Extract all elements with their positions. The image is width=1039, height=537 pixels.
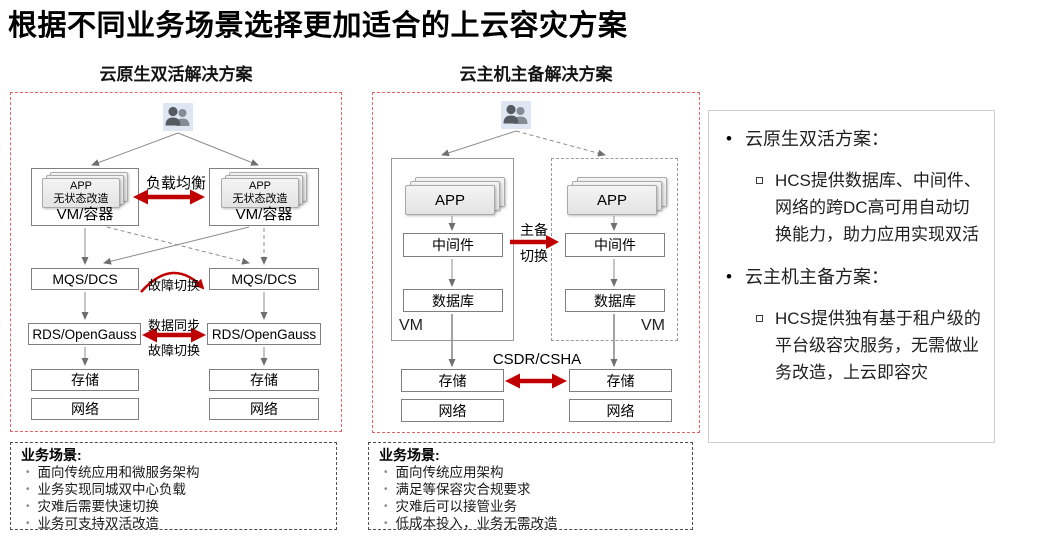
app-label: APP [596, 191, 627, 209]
scenario-item: • 低成本投入，业务无需改造 [379, 515, 682, 532]
scenario-item-text: 满足等保容灾合规要求 [395, 482, 531, 497]
switch-label-line1: 主备 [520, 222, 548, 238]
summary-section-detail: HCS提供独有基于租户级的平台级容灾服务，无需做业务改造，上云即容灾 [721, 305, 984, 386]
scenario-item-text: 面向传统应用和微服务架构 [37, 465, 200, 480]
database-node-left: 数据库 [403, 289, 503, 312]
bullet-icon: • [384, 518, 388, 529]
scenario-heading: 业务场景: [379, 447, 440, 463]
left-scenario-box: 业务场景: • 面向传统应用和微服务架构 • 业务实现同城双中心负载 • 灾难后需要快… [10, 442, 337, 532]
section-title-text: 云主机主备方案： [744, 267, 889, 287]
scenario-item-text: 低成本投入，业务无需改造 [395, 516, 558, 531]
scenario-heading: 业务场景: [21, 447, 82, 463]
summary-panel: • 云原生双活方案： HCS提供数据库、中间件、网络的跨DC高可用自动切换能力，… [708, 110, 995, 443]
app-stack: APP 无状态改造 [221, 172, 309, 210]
storage-node-right: 存储 [209, 369, 319, 391]
users-icon [501, 101, 531, 129]
bullet-icon: • [384, 484, 388, 495]
rds-opengauss-node-right: RDS/OpenGauss [207, 323, 321, 345]
data-sync-label-line1: 数据同步 [147, 318, 200, 333]
scenario-item-text: 业务实现同城双中心负载 [37, 482, 187, 497]
square-bullet-icon [756, 315, 763, 322]
app-card: APP [567, 185, 657, 215]
bullet-icon: • [726, 267, 732, 286]
vm-tag-backup: VM [641, 317, 665, 334]
summary-section-detail: HCS提供数据库、中间件、网络的跨DC高可用自动切换能力，助力应用实现双活 [721, 167, 984, 248]
middleware-node-left: 中间件 [403, 233, 503, 257]
network-node-left: 网络 [31, 398, 139, 420]
square-bullet-icon [756, 177, 763, 184]
section-detail-text: HCS提供独有基于租户级的平台级容灾服务，无需做业务改造，上云即容灾 [775, 309, 981, 382]
summary-section-title: • 云原生双活方案： [721, 127, 984, 151]
scenario-item: • 业务可支持双活改造 [21, 515, 326, 532]
vm-container-label: VM/容器 [56, 206, 114, 223]
middleware-node-right: 中间件 [565, 233, 665, 257]
summary-section-title: • 云主机主备方案： [721, 265, 984, 289]
bullet-icon: • [384, 501, 388, 512]
bullet-icon: • [26, 501, 30, 512]
bullet-icon: • [384, 467, 388, 478]
csdr-csha-arrow [505, 373, 567, 389]
app-label: APP [69, 180, 92, 192]
scenario-item: • 业务实现同城双中心负载 [21, 481, 326, 498]
scenario-item: • 满足等保容灾合规要求 [379, 481, 682, 498]
app-card: APP 无状态改造 [221, 178, 299, 208]
storage-node-left: 存储 [31, 369, 139, 391]
slide-title: 根据不同业务场景选择更加适合的上云容灾方案 [8, 10, 628, 42]
scenario-item-text: 灾难后可以接管业务 [395, 499, 518, 514]
mqs-dcs-node-left: MQS/DCS [31, 268, 139, 290]
middle-solution-header: 云主机主备解决方案 [459, 65, 613, 84]
scenario-item: • 灾难后需要快速切换 [21, 498, 326, 515]
app-stateless-label: 无状态改造 [53, 193, 109, 205]
bullet-icon: • [26, 484, 30, 495]
bullet-icon: • [726, 129, 732, 148]
middle-scenario-box: 业务场景: • 面向传统应用架构 • 满足等保容灾合规要求 • 灾难后可以接管业务 •… [368, 442, 693, 532]
database-node-right: 数据库 [565, 289, 665, 312]
scenario-item-text: 面向传统应用架构 [395, 465, 504, 480]
app-label: APP [248, 180, 271, 192]
storage-node-left: 存储 [401, 369, 504, 392]
bullet-icon: • [26, 518, 30, 529]
vm-container-box-right: APP 无状态改造 VM/容器 [209, 168, 319, 226]
section-detail-text: HCS提供数据库、中间件、网络的跨DC高可用自动切换能力，助力应用实现双活 [775, 171, 981, 244]
left-solution-header: 云原生双活解决方案 [99, 65, 253, 84]
rds-opengauss-node-left: RDS/OpenGauss [28, 323, 141, 345]
network-node-left: 网络 [401, 399, 504, 422]
scenario-item: • 灾难后可以接管业务 [379, 498, 682, 515]
app-card: APP 无状态改造 [42, 178, 120, 208]
load-balance-label: 负载均衡 [145, 175, 206, 192]
scenario-item: • 面向传统应用架构 [379, 464, 682, 481]
failover-label: 故障切换 [147, 278, 200, 293]
section-title-text: 云原生双活方案： [744, 129, 889, 149]
app-label: APP [434, 191, 465, 209]
storage-node-right: 存储 [569, 369, 672, 392]
switch-label-line2: 切换 [520, 248, 548, 264]
bullet-icon: • [26, 467, 30, 478]
mqs-dcs-node-right: MQS/DCS [209, 268, 319, 290]
app-stateless-label: 无状态改造 [232, 193, 288, 205]
app-card: APP [405, 185, 495, 215]
app-stack: APP 无状态改造 [42, 172, 130, 210]
users-icon [163, 103, 193, 131]
network-node-right: 网络 [209, 398, 319, 420]
vm-container-box-left: APP 无状态改造 VM/容器 [31, 168, 139, 226]
data-sync-label-line2: 故障切换 [147, 343, 200, 358]
app-stack: APP [567, 177, 667, 217]
vm-tag-primary: VM [399, 317, 423, 334]
scenario-item: • 面向传统应用和微服务架构 [21, 464, 326, 481]
scenario-item-text: 灾难后需要快速切换 [37, 499, 160, 514]
network-node-right: 网络 [569, 399, 672, 422]
scenario-item-text: 业务可支持双活改造 [37, 516, 160, 531]
csdr-csha-label: CSDR/CSHA [492, 351, 582, 368]
vm-container-label: VM/容器 [235, 206, 293, 223]
left-solution-diagram: APP 无状态改造 VM/容器 APP 无状态改造 VM/容器 MQS/DCS … [10, 92, 342, 432]
app-stack: APP [405, 177, 505, 217]
middle-solution-diagram: APP APP 中间件 中间件 数据库 数据库 VM VM 存储 存储 网络 网… [372, 92, 700, 433]
